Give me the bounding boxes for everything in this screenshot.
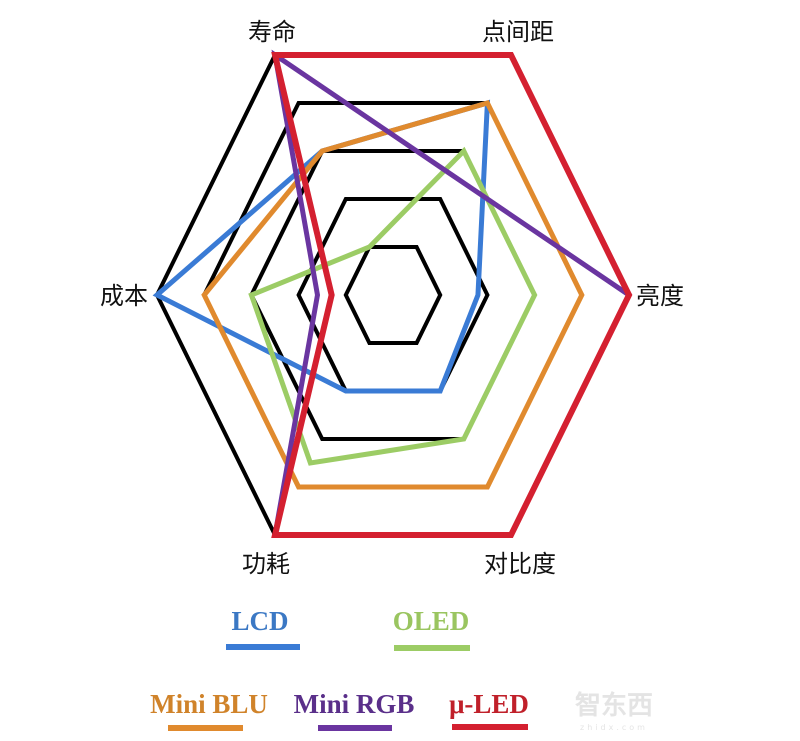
series-mini-blu xyxy=(201,100,585,490)
grid-level-5 xyxy=(154,52,632,538)
axis-label-contrast: 对比度 xyxy=(484,550,556,578)
legend-label-oled: OLED xyxy=(393,606,470,636)
legend-label-micro-led: μ-LED xyxy=(449,689,529,719)
watermark-logo: 智东西 zhidx.com xyxy=(575,690,653,732)
axis-labels: 寿命 点间距 亮度 对比度 功耗 成本 xyxy=(100,18,684,578)
series-mini-rgb xyxy=(271,49,633,538)
grid-level-2 xyxy=(296,196,490,394)
radar-grid xyxy=(154,52,632,538)
grid-level-3 xyxy=(249,148,537,442)
axis-label-pixel-pitch: 点间距 xyxy=(482,18,554,46)
legend-label-mini-rgb: Mini RGB xyxy=(294,689,415,719)
axis-label-brightness: 亮度 xyxy=(636,282,684,310)
grid-level-4 xyxy=(201,100,585,490)
svg-text:zhidx.com: zhidx.com xyxy=(580,723,648,732)
svg-text:智东西: 智东西 xyxy=(575,690,653,721)
legend-label-mini-blu: Mini BLU xyxy=(150,689,268,719)
legend: LCD OLED Mini BLU Mini RGB μ-LED xyxy=(150,606,529,731)
axis-label-cost: 成本 xyxy=(100,282,148,310)
series--led xyxy=(271,51,633,539)
legend-label-lcd: LCD xyxy=(231,606,288,636)
radar-series xyxy=(152,49,633,539)
axis-label-lifetime: 寿命 xyxy=(248,18,296,46)
axis-label-power: 功耗 xyxy=(242,550,290,578)
grid-level-1 xyxy=(343,244,443,346)
